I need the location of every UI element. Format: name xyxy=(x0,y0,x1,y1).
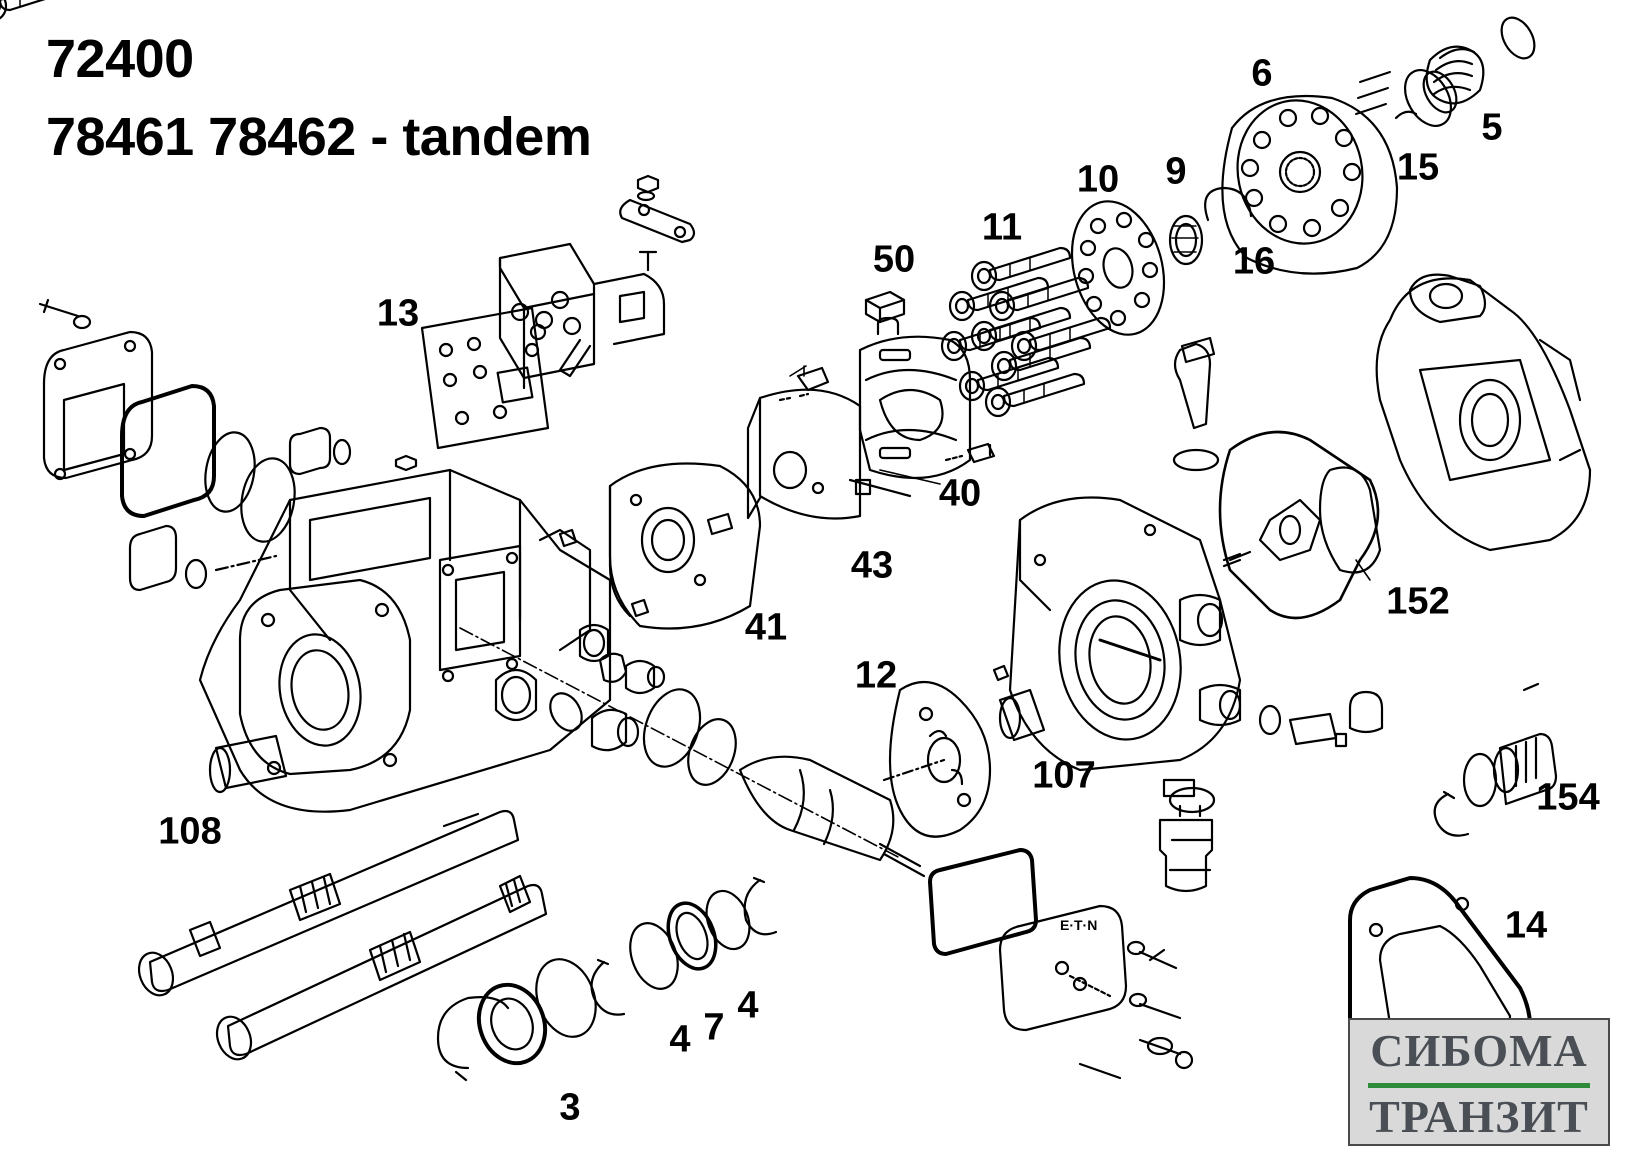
logo-line1: СИБОМА xyxy=(1370,1025,1588,1076)
rear-cover: E·T·N xyxy=(928,848,1194,1080)
callout-5: 5 xyxy=(1481,106,1503,149)
piston-set xyxy=(0,0,1112,418)
drive-shafts xyxy=(137,809,548,1061)
callout-14: 14 xyxy=(1504,904,1548,947)
callout-107: 107 xyxy=(1032,754,1096,797)
callout-3: 3 xyxy=(559,1086,581,1129)
callout-43: 43 xyxy=(850,544,894,587)
callout-108: 108 xyxy=(158,810,222,853)
logo-accent-bar xyxy=(1368,1083,1590,1088)
cylinder-block xyxy=(1221,94,1399,275)
rear-housing xyxy=(1008,496,1252,798)
callout-50: 50 xyxy=(872,238,916,281)
valve-plate xyxy=(882,664,1046,838)
callout-13: 13 xyxy=(376,292,420,335)
company-logo: СИБОМА ТРАНЗИТ xyxy=(1348,1018,1610,1146)
callout-16: 16 xyxy=(1232,240,1276,283)
relief-valves xyxy=(1158,552,1384,893)
svg-text:E·T·N: E·T·N xyxy=(1060,917,1097,933)
cradle xyxy=(558,462,762,630)
pump-housing xyxy=(128,426,612,813)
callout-10: 10 xyxy=(1076,158,1120,201)
callout-4-b: 4 xyxy=(737,984,759,1027)
model-number: 72400 xyxy=(46,29,194,89)
shaft-seal-set xyxy=(436,876,778,1082)
callout-12: 12 xyxy=(854,654,898,697)
callout-40: 40 xyxy=(938,472,982,515)
callout-15: 15 xyxy=(1396,146,1440,189)
charge-pump xyxy=(1172,273,1592,620)
spring-assembly xyxy=(1355,16,1536,127)
control-valve xyxy=(420,174,696,450)
end-cover xyxy=(38,298,296,543)
yoke-bearing xyxy=(746,388,872,520)
callout-9: 9 xyxy=(1165,150,1187,193)
tandem-model-numbers: 78461 78462 - tandem xyxy=(46,107,592,167)
callout-152: 152 xyxy=(1386,580,1450,623)
callout-7: 7 xyxy=(703,1006,725,1049)
shaft-centerline-parts xyxy=(208,627,926,878)
callout-41: 41 xyxy=(744,606,788,649)
callout-154: 154 xyxy=(1536,776,1600,819)
leader-lines xyxy=(789,365,1371,581)
logo-line2: ТРАНЗИТ xyxy=(1369,1091,1589,1142)
callout-6: 6 xyxy=(1251,52,1273,95)
rear-bearing xyxy=(1433,682,1558,837)
callout-11: 11 xyxy=(981,206,1023,249)
callout-4-a: 4 xyxy=(669,1018,691,1061)
